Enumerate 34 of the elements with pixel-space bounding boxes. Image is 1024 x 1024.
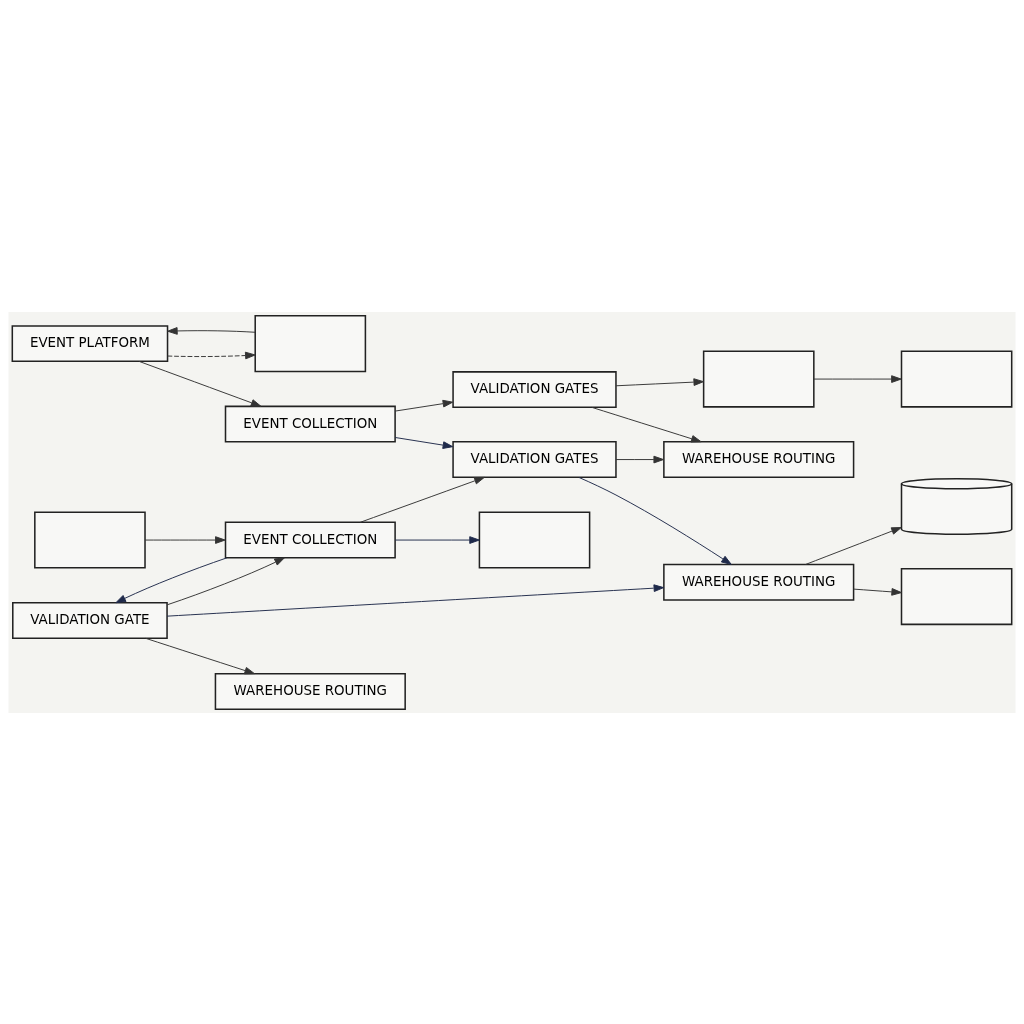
arrow [166, 556, 285, 605]
arrow [394, 399, 454, 412]
node-box: VALIDATION GATES [452, 440, 617, 478]
arrow [145, 637, 255, 674]
arrow [144, 535, 226, 544]
arrow [394, 535, 480, 544]
node-box: WAREHOUSE ROUTING [663, 563, 855, 601]
node-box: WAREHOUSE ROUTING [663, 440, 855, 478]
arrow [853, 587, 902, 596]
node-box: WAREHOUSE ROUTING [214, 672, 406, 710]
arrow [167, 326, 256, 335]
node-box [478, 511, 591, 569]
arrow [167, 351, 256, 359]
node-box: VALIDATION GATES [452, 370, 617, 408]
arrow [805, 526, 902, 565]
arrow [138, 360, 262, 407]
arrow [578, 476, 732, 565]
node-box [702, 350, 815, 408]
arrow [166, 583, 665, 617]
node-box [34, 511, 146, 569]
arrow [115, 556, 228, 603]
node-box [900, 567, 1013, 625]
node-box: EVENT PLATFORM [11, 324, 169, 362]
arrow [615, 377, 704, 386]
arrow [615, 455, 664, 463]
arrow [359, 476, 485, 523]
node-box [254, 314, 367, 372]
arrow [813, 374, 902, 383]
node-box: VALIDATION GATE [12, 601, 168, 639]
node-box: EVENT COLLECTION [224, 521, 396, 559]
node-box: EVENT COLLECTION [224, 405, 396, 443]
arrow [394, 436, 454, 449]
node-box [900, 350, 1013, 408]
arrow [591, 406, 702, 443]
